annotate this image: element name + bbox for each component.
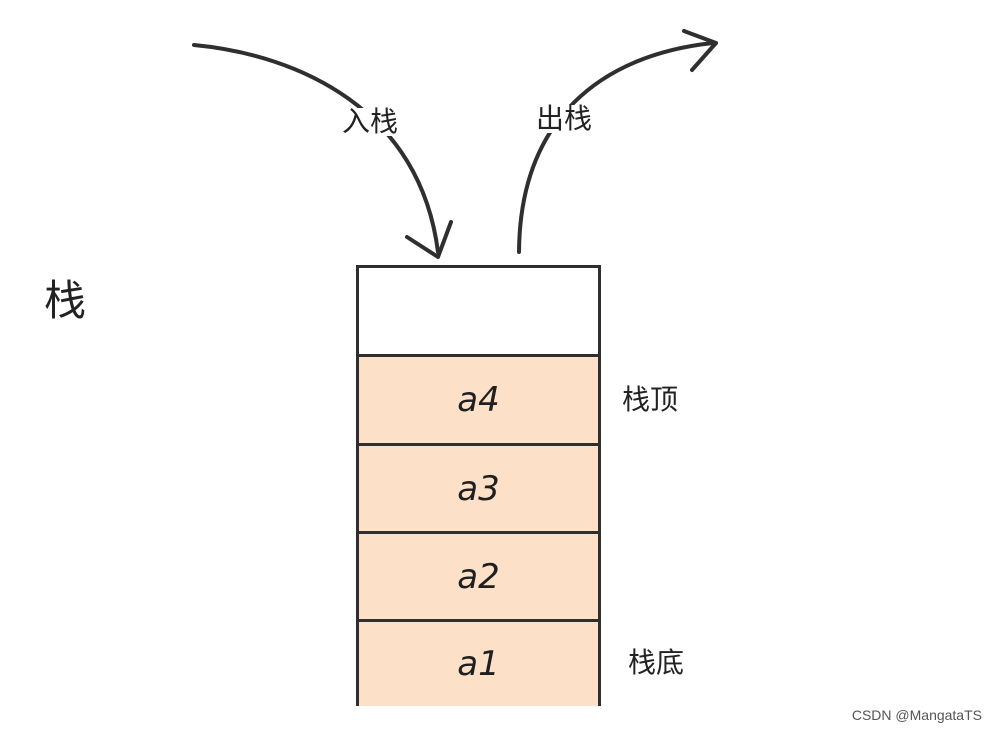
stack-item-a3: a3 [359,443,598,531]
pop-arrow [517,41,715,254]
stack-item-a1: a1 [359,619,598,706]
stack-container: a4 a3 a2 a1 [356,265,601,706]
push-label: 入栈 [340,105,401,138]
diagram-title: 栈 [44,276,87,325]
watermark-text: CSDN @MangataTS [851,707,982,723]
stack-bottom-label: 栈底 [628,646,685,679]
pop-label: 出栈 [534,102,595,135]
stack-item-a4: a4 [359,354,598,443]
stack-empty-slot [359,268,598,354]
push-arrow [192,43,440,254]
stack-top-label: 栈顶 [622,383,679,416]
stack-item-a2: a2 [359,531,598,619]
push-arrowhead [405,220,453,259]
pop-arrowhead [682,29,718,72]
